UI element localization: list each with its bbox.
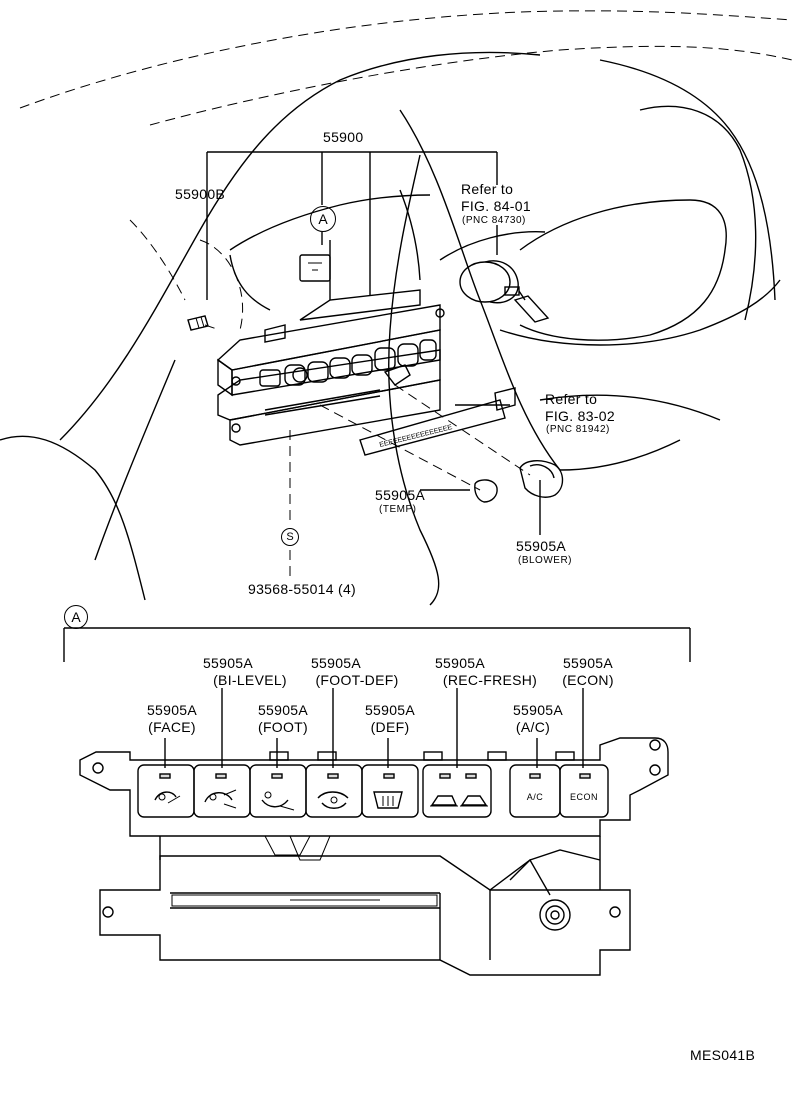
svg-text:EEEEEEEEEEEEEEEE: EEEEEEEEEEEEEEEE (379, 424, 453, 449)
knob-blower-note: (BLOWER) (518, 555, 572, 566)
foot-vent-icon (261, 791, 295, 811)
econ-button-note: (ECON) (562, 672, 614, 688)
bi-level-button-part-label: 55905A (202, 655, 254, 671)
ac-button-face-text: A/C (526, 792, 544, 802)
foot-button-note: (FOOT) (257, 719, 309, 735)
control-head-assembly (187, 254, 445, 446)
ac-button-note: (A/C) (515, 719, 551, 735)
econ-button-part-label: 55905A (562, 655, 614, 671)
refer-blower-line1: Refer to (461, 181, 514, 197)
rec-fresh-icon (430, 795, 488, 807)
foot-button-part-label: 55905A (257, 702, 309, 718)
refer-cable-pnc: (PNC 81942) (546, 424, 610, 435)
assembly-part-label: 55900 (323, 129, 364, 145)
rec-fresh-button-part-label: 55905A (434, 655, 486, 671)
def-button-part-label: 55905A (364, 702, 416, 718)
screw-part-label: 93568-55014 (4) (248, 581, 357, 597)
bi-level-icon (204, 789, 237, 809)
dashboard-outline (0, 10, 792, 606)
face-button-part-label: 55905A (146, 702, 198, 718)
def-button-note: (DEF) (370, 719, 410, 735)
detail-a-marker-text: A (71, 609, 81, 625)
bracket-part-label: 55900B (175, 186, 226, 202)
screw-marker-text: S (286, 531, 294, 543)
blower-switch-part (459, 260, 550, 323)
knob-temp-note: (TEMP) (379, 504, 417, 515)
foot-def-button-part-label: 55905A (310, 655, 362, 671)
view-a-marker: A (310, 206, 336, 232)
leader-lines (204, 151, 541, 578)
refer-cable-line2: FIG. 83-02 (545, 408, 615, 424)
figure-code: MES041B (690, 1047, 756, 1063)
knob-parts (383, 364, 564, 503)
detail-control-housing (79, 737, 669, 976)
face-vent-icon (154, 791, 181, 804)
foot-def-button-note: (FOOT-DEF) (315, 672, 399, 688)
control-cable-strip: EEEEEEEEEEEEEEEE (359, 387, 516, 456)
bi-level-button-note: (BI-LEVEL) (213, 672, 287, 688)
detail-leader-lines (164, 688, 584, 768)
defroster-icon (373, 791, 403, 809)
rec-fresh-button-note: (REC-FRESH) (442, 672, 538, 688)
detail-bracket (63, 627, 691, 662)
view-a-marker-text: A (318, 211, 328, 227)
refer-cable-line1: Refer to (545, 391, 598, 407)
econ-button-face-text: ECON (569, 792, 599, 802)
knob-blower-part-label: 55905A (516, 538, 567, 554)
detail-a-marker: A (64, 605, 88, 629)
knob-temp-part-label: 55905A (375, 487, 426, 503)
face-button-note: (FACE) (148, 719, 196, 735)
refer-blower-line2: FIG. 84-01 (461, 198, 531, 214)
screw-marker: S (281, 528, 299, 546)
foot-def-icon (317, 791, 349, 809)
refer-blower-pnc: (PNC 84730) (462, 215, 526, 226)
ac-button-part-label: 55905A (512, 702, 564, 718)
